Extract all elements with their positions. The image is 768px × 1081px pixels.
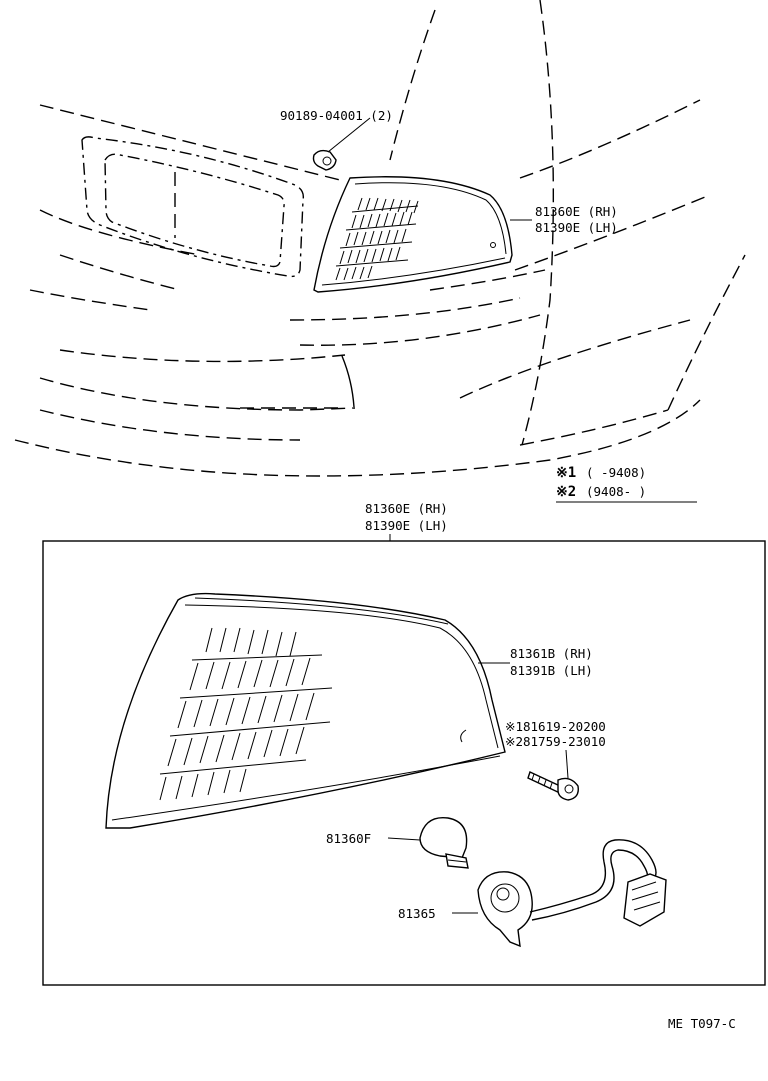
socket-label: 81365 (398, 906, 436, 921)
screw (527, 749, 579, 801)
installed-corner-lamp (313, 176, 513, 293)
screw2-label: ※281759-23010 (505, 734, 606, 749)
assembly-frame (42, 540, 766, 986)
lamp-lh-label: 81390E (LH) (535, 220, 618, 235)
socket-harness (477, 839, 667, 948)
lamp-rh-label: 81360E (RH) (535, 204, 618, 219)
bulb-label: 81360F (326, 831, 371, 846)
clip-part-label: 90189-04001 (2) (280, 108, 393, 123)
legend-note2-text: (9408- ) (586, 484, 646, 499)
clip-fastener (312, 117, 371, 171)
legend-note2-mark: ※2 (556, 484, 576, 500)
assembly-rh-label: 81360E (RH) (365, 501, 448, 516)
lens-assembly (105, 592, 506, 829)
lens-lh-label: 81391B (LH) (510, 663, 593, 678)
assembly-lh-label: 81390E (LH) (365, 518, 448, 533)
diagram-code: ME T097-C (668, 1016, 736, 1031)
rear-window-recess (81, 136, 305, 278)
leader-bulb (387, 837, 421, 841)
bulb (419, 816, 469, 869)
lens-ribs (159, 627, 333, 801)
lamp-ribs-top (335, 197, 419, 281)
lens-rh-label: 81361B (RH) (510, 646, 593, 661)
vehicle-body-outline (14, 0, 746, 477)
legend-note1-text: ( -9408) (586, 465, 646, 480)
screw1-label: ※181619-20200 (505, 719, 606, 734)
legend-note1-mark: ※1 (556, 465, 576, 481)
legend: ※1 ( -9408) ※2 (9408- ) (556, 465, 697, 503)
